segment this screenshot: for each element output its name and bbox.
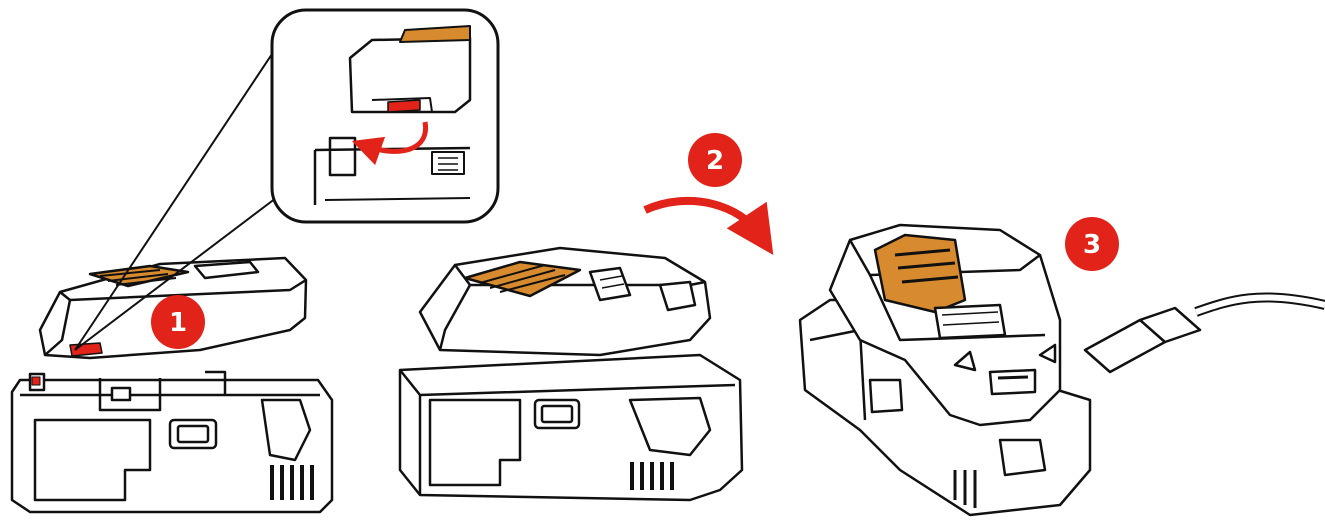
battery-pack-1 [12, 372, 332, 512]
battery-pack-2 [400, 355, 742, 500]
usb-cable [1085, 297, 1325, 372]
step-label-2: 2 [706, 146, 724, 176]
step2-assembly [400, 201, 760, 500]
step-label-3: 3 [1083, 230, 1101, 260]
rotate-arrow [645, 201, 760, 235]
step-badge-1: 1 [151, 295, 205, 349]
step3-assembly [800, 225, 1325, 515]
step-badge-2: 2 [688, 133, 742, 187]
adapter-module-2 [420, 248, 710, 355]
step-badge-3: 3 [1065, 217, 1119, 271]
step-label-1: 1 [169, 308, 187, 338]
